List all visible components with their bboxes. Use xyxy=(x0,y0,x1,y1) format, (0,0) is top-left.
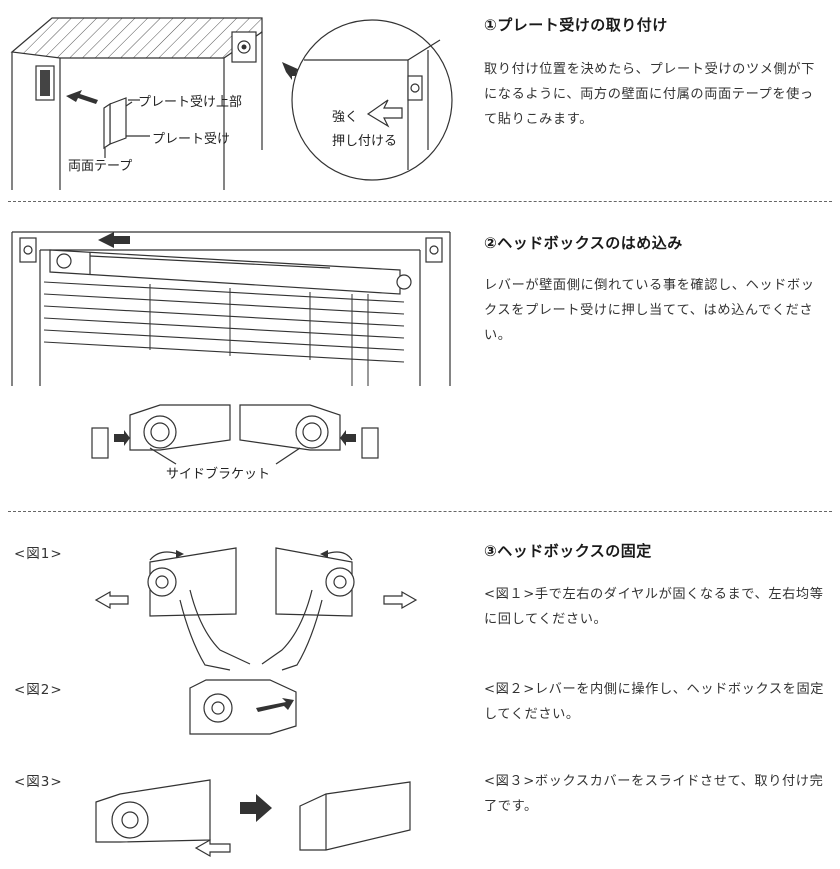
divider-1 xyxy=(8,201,832,202)
step1-illustration xyxy=(10,17,453,190)
label-side-bracket: サイドブラケット xyxy=(166,467,271,482)
step1-title: ①プレート受けの取り付け xyxy=(484,16,668,34)
step2-section: サイドブラケット ②ヘッドボックスのはめ込み レバーが壁面側に倒れている事を確認… xyxy=(0,210,840,500)
label-plate: プレート受け xyxy=(152,132,231,147)
step3-illustration xyxy=(94,547,418,858)
fig1-text: <図１>手で左右のダイヤルが固くなるまで、左右均等に回してください。 xyxy=(484,587,824,627)
fig2-label: <図2> xyxy=(14,682,63,698)
label-tape: 両面テープ xyxy=(68,159,133,174)
step1-section: プレート受け上部 プレート受け 両面テープ 強く 押し付ける ①プレート受けの取… xyxy=(0,0,840,200)
fig3-text: <図３>ボックスカバーをスライドさせて、取り付け完了です。 xyxy=(484,774,824,814)
fig3-label: <図3> xyxy=(14,774,63,790)
step2-body: レバーが壁面側に倒れている事を確認し、ヘッドボックスをプレート受けに押し当てて、… xyxy=(484,278,815,343)
fig1-label: <図1> xyxy=(14,546,63,562)
label-press-1: 強く xyxy=(332,110,359,125)
divider-2 xyxy=(8,511,832,512)
step1-body: 取り付け位置を決めたら、プレート受けのツメ側が下になるように、両方の壁面に付属の… xyxy=(484,62,815,127)
step3-section: <図1> <図2> <図3> ③ヘッドボックスの固定 <図１>手で左 xyxy=(0,520,840,869)
label-plate-top: プレート受け上部 xyxy=(138,95,243,110)
step3-title: ③ヘッドボックスの固定 xyxy=(484,542,652,560)
step2-illustration xyxy=(11,231,451,465)
step2-title: ②ヘッドボックスのはめ込み xyxy=(484,234,683,252)
label-press-2: 押し付ける xyxy=(332,134,398,149)
fig2-text: <図２>レバーを内側に操作し、ヘッドボックスを固定してください。 xyxy=(484,682,825,722)
